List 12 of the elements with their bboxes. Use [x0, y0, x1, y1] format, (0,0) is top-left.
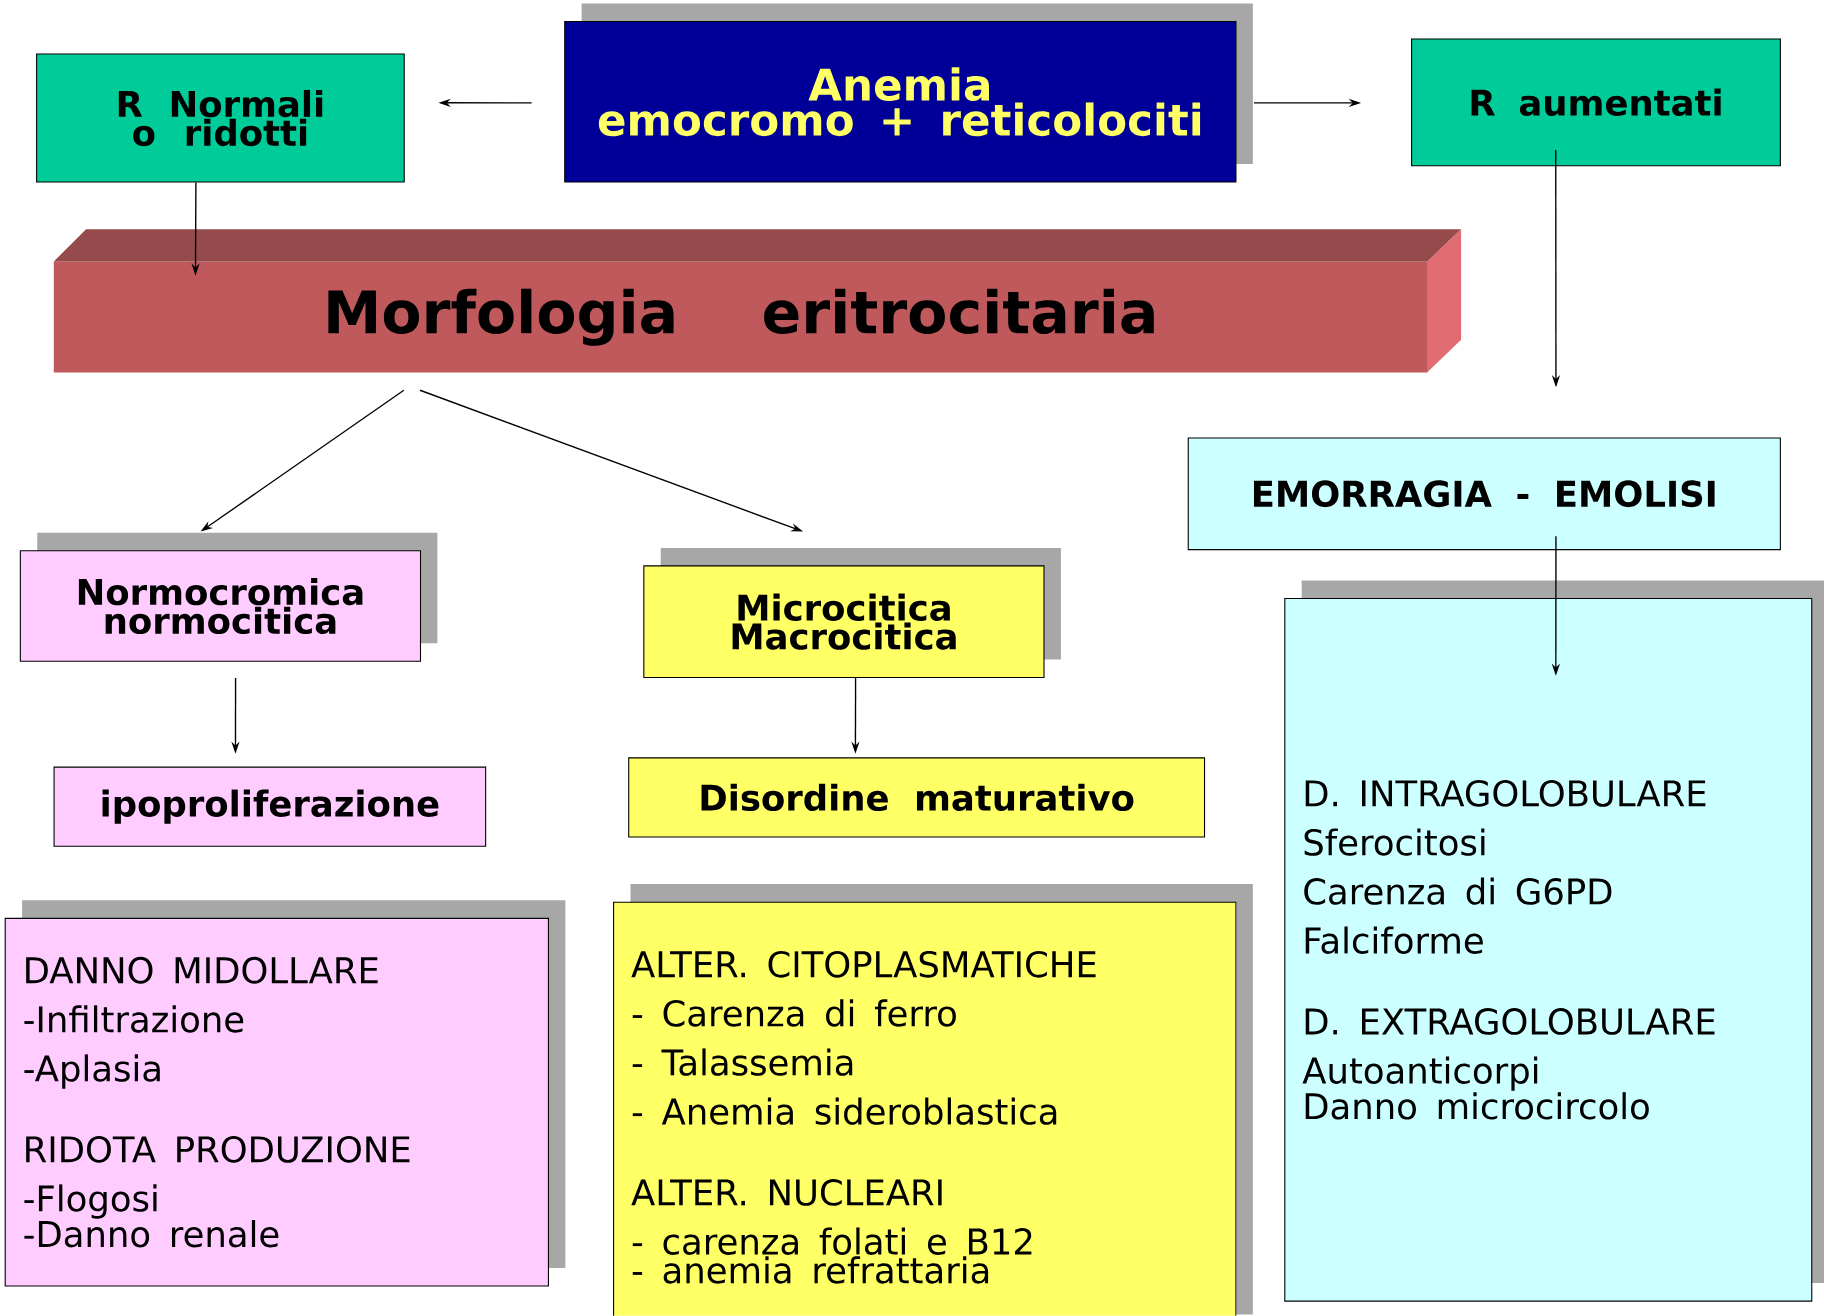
banner-bar: Morfologia eritrocitaria	[53, 229, 1462, 373]
title-box: Anemia emocromo + reticolociti	[564, 21, 1237, 183]
list-box: D. INTRAGOLOBULARE Sferocitosi Carenza di G6PD Falciforme D. EXTRAGOLOBULARE Autoanticorpi Danno microcircolo	[1284, 598, 1813, 1302]
category-box: ipoproliferazione	[53, 766, 487, 847]
list-box: ALTER. CITOPLASMATICHE - Carenza di ferro - Talassemia - Anemia sideroblastica ALTER. NUCLEARI - carenza folati e B12 - anemia refrattaria	[613, 901, 1237, 1316]
category-box: Normocromica normocitica	[19, 550, 422, 662]
category-box: EMORRAGIA - EMOLISI	[1187, 437, 1781, 551]
result-box: R aumentati	[1411, 38, 1781, 167]
category-box: Microcitica Macrocitica	[643, 565, 1045, 679]
category-box: Disordine maturativo	[628, 757, 1206, 838]
result-box: R Normali o ridotti	[36, 53, 405, 183]
list-box: DANNO MIDOLLARE -Infiltrazione -Aplasia RIDOTA PRODUZIONE -Flogosi -Danno renale	[4, 918, 549, 1287]
